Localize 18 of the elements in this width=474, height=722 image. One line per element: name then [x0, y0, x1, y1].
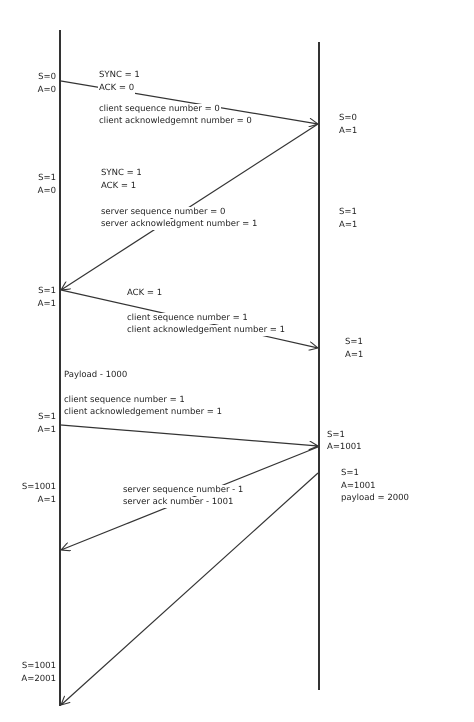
lifeline-bar [59, 30, 61, 706]
message-text: client acknowledgemnt number = 0 [98, 116, 253, 127]
message-arrow [60, 472, 318, 706]
message-arrow [60, 124, 318, 291]
message-text: client acknowledgement number = 1 [63, 407, 224, 418]
message-text: server sequence number - 1 [122, 485, 244, 496]
message-text: server ack number - 1001 [122, 497, 234, 508]
message-arrow [60, 424, 319, 450]
message-field: ACK = 0 [98, 83, 136, 94]
message-text: server sequence number = 0 [100, 207, 226, 218]
message-text: client sequence number = 1 [126, 313, 249, 324]
lifeline-bar [318, 42, 320, 690]
message-text: server acknowledgment number = 1 [100, 219, 258, 230]
payload-text: payload = 2000 [340, 493, 410, 504]
message-text: client sequence number = 1 [63, 395, 186, 406]
message-text: client sequence number = 0 [98, 104, 221, 115]
message-text: client acknowledgement number = 1 [126, 325, 286, 336]
payload-text: Payload - 1000 [63, 370, 128, 381]
